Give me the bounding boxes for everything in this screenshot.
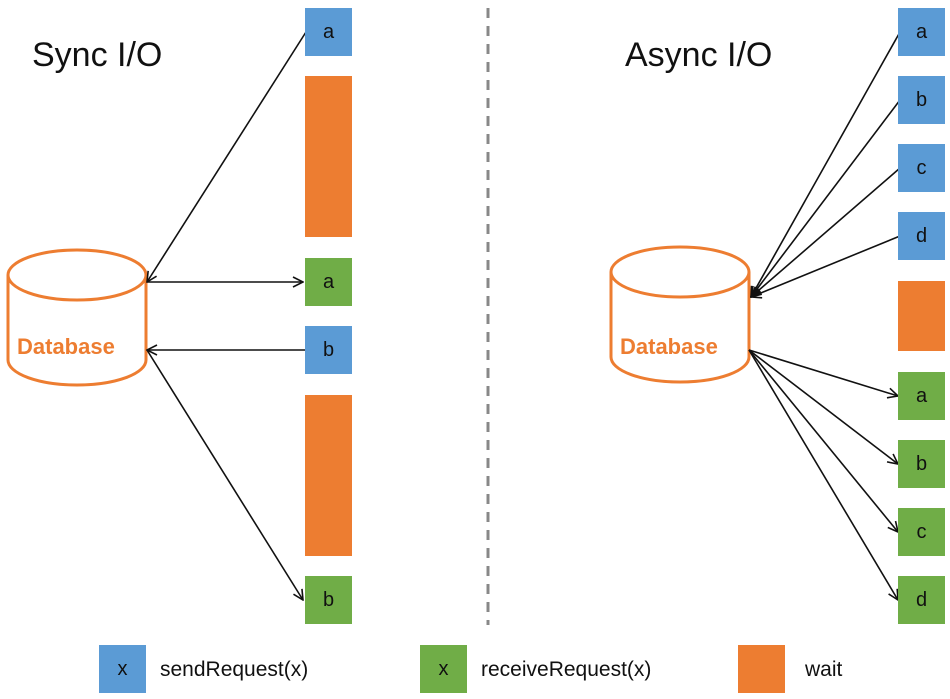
legend-wait-swatch	[738, 645, 785, 693]
sync-receive-a-box: a	[305, 258, 352, 306]
sync-database-cylinder	[6, 248, 148, 387]
async-database-cylinder	[609, 245, 751, 384]
legend-wait-label: wait	[805, 658, 843, 681]
async-send-b-box: b	[898, 76, 945, 124]
sync-arrow-receive-b	[146, 349, 303, 600]
sync-receive-b-box: b	[305, 576, 352, 624]
async-arrow-receive-c	[748, 349, 898, 532]
async-receive-c-box: c	[898, 508, 945, 556]
async-receive-b-box: b	[898, 440, 945, 488]
sync-wait-block	[305, 395, 352, 556]
legend-receive-swatch: x	[420, 645, 467, 693]
async-arrow-receive-a	[748, 349, 898, 396]
async-send-c-box: c	[898, 144, 945, 192]
legend-receive-label: receiveRequest(x)	[481, 658, 652, 681]
async-send-d-box: d	[898, 212, 945, 260]
sync-wait-block	[305, 76, 352, 237]
sync-database-label: Database	[17, 334, 115, 359]
async-arrow-send-b	[751, 99, 901, 297]
sync-send-b-box: b	[305, 326, 352, 374]
async-send-a-box: a	[898, 8, 945, 56]
async-arrow-send-c	[751, 167, 901, 297]
legend-send-label: sendRequest(x)	[160, 658, 309, 681]
async-io-title: Async I/O	[625, 36, 773, 74]
legend-send-swatch: x	[99, 645, 146, 693]
async-wait-block	[898, 281, 945, 351]
async-arrow-receive-d	[748, 349, 898, 600]
async-arrow-send-d	[751, 235, 901, 297]
async-database-label: Database	[620, 334, 718, 359]
async-receive-a-box: a	[898, 372, 945, 420]
async-arrow-send-a	[751, 31, 901, 297]
sync-arrow-send-a	[147, 31, 307, 282]
async-receive-d-box: d	[898, 576, 945, 624]
sync-send-a-box: a	[305, 8, 352, 56]
sync-io-title: Sync I/O	[32, 36, 163, 74]
async-arrow-receive-b	[748, 349, 898, 464]
